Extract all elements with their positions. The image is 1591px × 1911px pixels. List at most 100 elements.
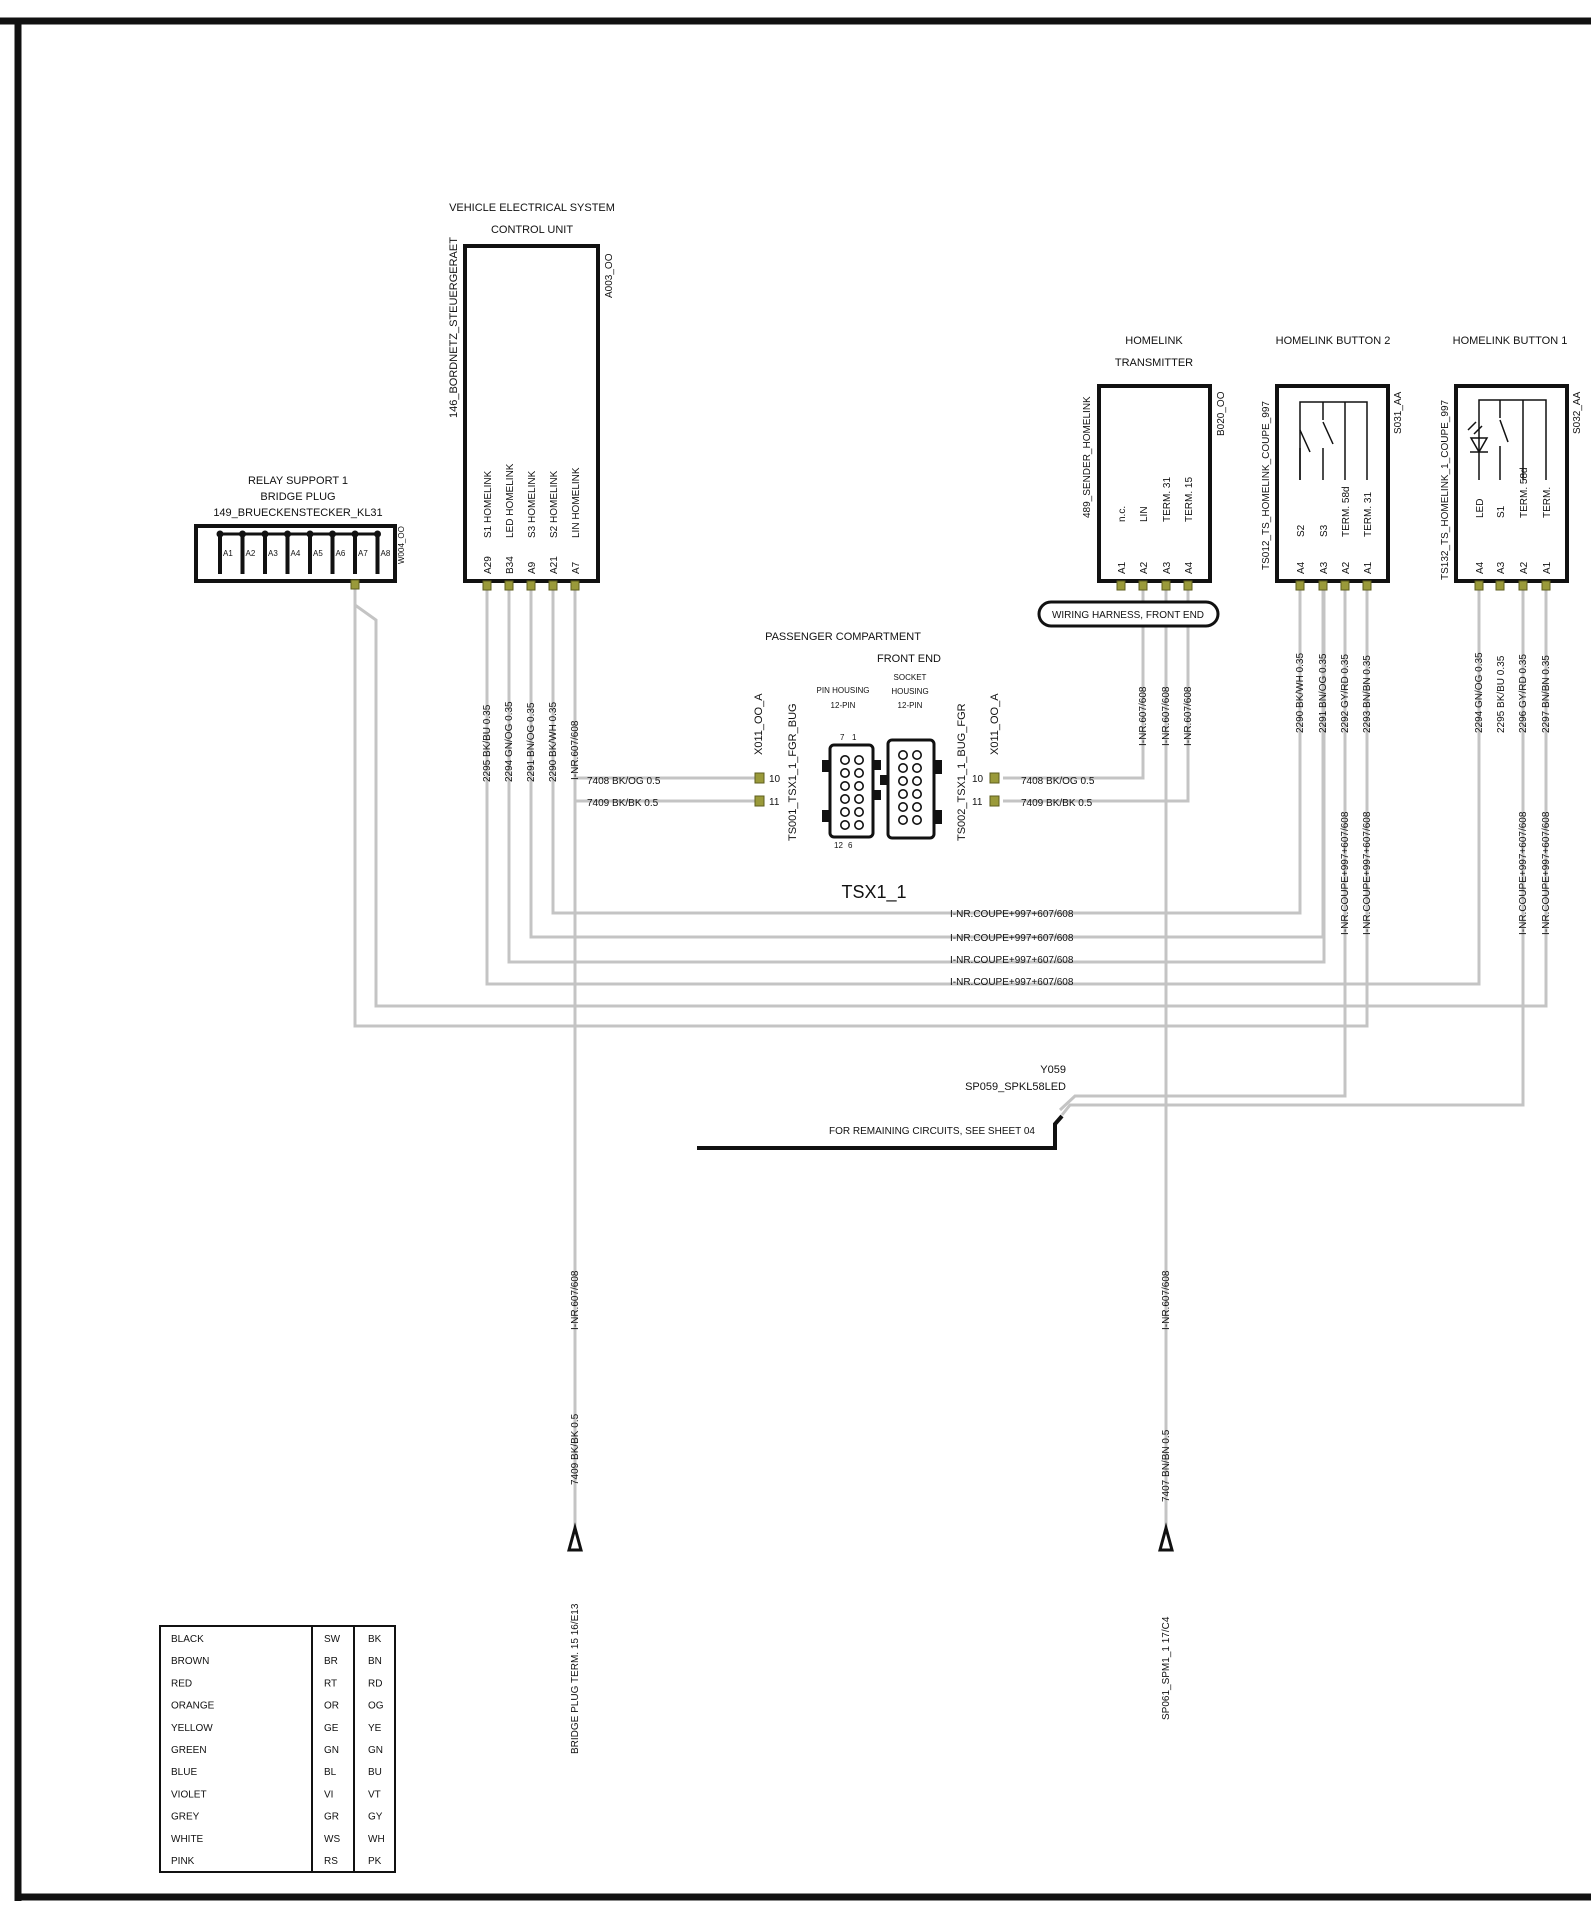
wire-2290 <box>551 585 1302 915</box>
sep-right-pin-num-11: 11 <box>972 797 983 808</box>
connector-pin <box>911 801 922 812</box>
connector-pin <box>853 819 864 830</box>
tx-wire-label-a4: I-NR.607/608 <box>1183 686 1194 746</box>
button1-pin-id: A3 <box>1496 561 1507 574</box>
legend-color-name: RED <box>171 1678 192 1689</box>
button1-pin-function: LED <box>1475 499 1486 518</box>
button1-pin-id: A4 <box>1475 561 1486 574</box>
sep-left-name: TS001_TSX1_1_FGR_BUG <box>787 703 799 841</box>
cu-wire-label-5: I-NR.607/608 <box>570 720 581 780</box>
wire-2293-ground <box>353 585 1369 1028</box>
connector-pin <box>853 793 864 804</box>
tiny-6: 6 <box>848 841 853 850</box>
b1-lower-label-a1: I-NR.COUPE+997+607/608 <box>1541 811 1552 935</box>
b2-internal-name: TS012_TS_HOMELINK_COUPE_997 <box>1261 401 1272 570</box>
tiny-12: 12 <box>834 841 843 850</box>
control_unit-pin-function: LIN HOMELINK <box>571 467 582 538</box>
b2-wire-label-a2: 2292 GY/RD 0.35 <box>1340 654 1351 733</box>
separation-point: PASSENGER COMPARTMENT FRONT END PIN HOUS… <box>587 631 1095 903</box>
b2-box <box>1275 384 1390 583</box>
tx-internal-name: 489_SENDER_HOMELINK <box>1082 396 1093 518</box>
transmitter-pin-id: A3 <box>1162 561 1173 574</box>
button2-pin-terminal <box>1318 580 1328 591</box>
button2-pin-id: A2 <box>1341 561 1352 574</box>
tx-code: B020_OO <box>1216 391 1227 436</box>
sep-left-pin-11 <box>754 795 765 807</box>
button1-pin-function: TERM. <box>1542 487 1553 518</box>
connector-pin <box>911 749 922 760</box>
tx-title-1: HOMELINK <box>1125 335 1183 347</box>
button2-pin-terminal <box>1295 580 1305 591</box>
b1-wire-label-a1: 2297 BN/BN 0.35 <box>1541 655 1552 733</box>
connector-pin <box>911 814 922 825</box>
relay-pin-label: A3 <box>268 549 278 558</box>
term1-wire: 7409 BK/BK 0.5 <box>570 1413 581 1485</box>
button1-pin-terminal <box>1541 580 1551 591</box>
transmitter-pin-terminal <box>1161 580 1171 591</box>
relay-pin-label: A1 <box>223 549 233 558</box>
legend-code-de: GE <box>324 1723 339 1734</box>
connector-pin <box>839 819 850 830</box>
transmitter-pin-function: n.c. <box>1117 506 1128 522</box>
wire-2297-ground <box>354 587 1548 1008</box>
harness-label: WIRING HARNESS, FRONT END <box>1052 610 1204 621</box>
legend-code-de: OR <box>324 1701 339 1712</box>
b1-wire-label-a2: 2296 GY/RD 0.35 <box>1518 654 1529 733</box>
legend-color-name: BLUE <box>171 1767 197 1778</box>
wire-labels: 2295 BK/BU 0.35 2294 GN/OG 0.35 2291 BN/… <box>482 652 1552 935</box>
term1-arrow <box>567 1522 583 1552</box>
b2-wire-label-a3: 2291 BN/OG 0.35 <box>1318 653 1329 733</box>
b1-wire-label-a3: 2295 BK/BU 0.35 <box>1496 655 1507 733</box>
connector-pin <box>839 793 850 804</box>
legend-color-name: PINK <box>171 1856 195 1867</box>
control_unit-pin-id: B34 <box>505 556 516 574</box>
legend-color-name: GREY <box>171 1812 200 1823</box>
legend-color-name: GREEN <box>171 1745 207 1756</box>
pin-housing-icon: 7 1 12 6 <box>822 733 881 850</box>
b1-title: HOMELINK BUTTON 1 <box>1453 335 1568 347</box>
button1-pin-terminal <box>1518 580 1528 591</box>
transmitter-pin-terminal <box>1183 580 1193 591</box>
wire-lin-a2 <box>1003 585 1145 780</box>
connector-pin <box>897 775 908 786</box>
button2-pin-id: A1 <box>1363 561 1374 574</box>
control_unit-pin-terminal <box>504 580 514 591</box>
bus-label-4: I-NR.COUPE+997+607/608 <box>950 977 1074 988</box>
term1-label: BRIDGE PLUG TERM. 15 16/E13 <box>570 1603 581 1754</box>
socket-housing-1: SOCKET <box>894 673 927 682</box>
cu-title-2: CONTROL UNIT <box>491 224 573 236</box>
button2-pin-function: TERM. 58d <box>1341 486 1352 537</box>
button1-pin-terminal <box>1474 580 1484 591</box>
legend-code-de: RT <box>324 1678 337 1689</box>
connector-pin <box>839 767 850 778</box>
sep-left-code: X011_OO_A <box>753 693 765 755</box>
sep-right-wire-2: 7409 BK/BK 0.5 <box>1021 798 1093 809</box>
legend-box <box>159 1625 396 1873</box>
legend-code-de: GN <box>324 1745 339 1756</box>
button2-pin-function: S3 <box>1319 524 1330 537</box>
relay-pin-label: A4 <box>291 549 301 558</box>
connector-pin <box>911 775 922 786</box>
button2-pin-terminal <box>1340 580 1350 591</box>
wire-2292 <box>1058 585 1347 1112</box>
b2-switch-symbol <box>1299 401 1368 480</box>
transmitter-pin-id: A1 <box>1117 561 1128 574</box>
sep-right-pin-11 <box>989 795 1000 807</box>
legend-color-name: ORANGE <box>171 1701 215 1712</box>
connector-pin <box>853 754 864 765</box>
control_unit-pin-id: A21 <box>549 556 560 574</box>
sep-left-wire-1: 7408 BK/OG 0.5 <box>587 776 661 787</box>
button1-pin-id: A2 <box>1519 561 1530 574</box>
button1-pin-terminal <box>1495 580 1505 591</box>
button2-pin-id: A3 <box>1319 561 1330 574</box>
bus-label-1: I-NR.COUPE+997+607/608 <box>950 909 1074 920</box>
harness-badge <box>1037 600 1220 628</box>
relay-code: W004_OO <box>397 526 406 564</box>
term2-wire: 7407 BN/BN 0.5 <box>1161 1429 1172 1502</box>
legend-code-en: OG <box>368 1701 384 1712</box>
tx-box <box>1097 384 1212 583</box>
